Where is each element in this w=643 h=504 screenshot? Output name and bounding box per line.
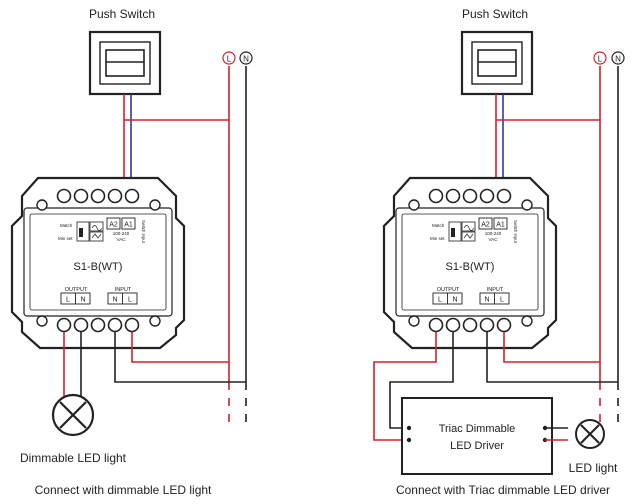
left-dimmer-module: Match Min set A2 A1 100-240 VAC Switch I… — [10, 176, 186, 350]
svg-text:N: N — [615, 55, 621, 64]
right-module-model: S1-B(WT) — [446, 261, 495, 273]
right-switch-label: Push Switch — [462, 7, 528, 21]
left-neutral-marker: N — [239, 51, 253, 65]
left-voltage-label-2: VAC — [117, 237, 127, 242]
svg-text:L: L — [598, 55, 603, 64]
right-terminal-a2-label: A2 — [481, 222, 490, 229]
left-input-neutral-wire — [114, 332, 246, 383]
right-diagram: Push Switch L N — [373, 7, 625, 497]
left-voltage-label-1: 100-240 — [113, 231, 130, 236]
right-output-n: N — [452, 297, 457, 304]
left-terminal-a2-label: A2 — [109, 222, 118, 229]
left-lamp-icon — [51, 393, 95, 437]
left-input-label: INPUT — [115, 287, 132, 293]
right-voltage-label-2: VAC — [489, 237, 499, 242]
left-output-l: L — [66, 297, 70, 304]
right-min-set-label: Min set — [430, 236, 445, 241]
right-input-neutral-wire — [486, 332, 618, 383]
right-push-switch — [460, 30, 534, 96]
left-min-set-label: Min set — [58, 236, 73, 241]
right-caption: Connect with Triac dimmable LED driver — [396, 483, 610, 497]
left-live-marker: L — [222, 51, 236, 65]
right-input-n: N — [484, 297, 489, 304]
right-load-label: LED light — [569, 461, 618, 475]
right-live-marker: L — [593, 51, 607, 65]
right-output-l: L — [438, 297, 442, 304]
right-input-live-wire — [503, 332, 600, 363]
right-input-l: L — [500, 297, 504, 304]
left-push-switch — [88, 30, 162, 96]
left-input-n: N — [112, 297, 117, 304]
left-switch-label: Push Switch — [89, 7, 155, 21]
right-output-live-wire — [373, 332, 437, 441]
left-load-label: Dimmable LED light — [20, 451, 127, 465]
right-output-label: OUTPUT — [437, 287, 460, 293]
right-neutral-marker: N — [611, 51, 625, 65]
right-driver-label-1: Triac Dimmable — [439, 423, 516, 435]
left-output-n: N — [80, 297, 85, 304]
svg-text:L: L — [227, 55, 232, 64]
right-switch-input-label: Switch Input — [513, 220, 518, 244]
right-output-neutral-wire — [389, 332, 454, 429]
left-switch-input-label: Switch Input — [141, 220, 146, 244]
right-terminal-a1-label: A1 — [496, 222, 505, 229]
left-input-l: L — [128, 297, 132, 304]
left-output-label: OUTPUT — [65, 287, 88, 293]
right-driver-label-2: LED Driver — [450, 440, 504, 452]
right-led-driver: Triac Dimmable LED Driver — [401, 397, 553, 475]
left-input-live-wire — [131, 332, 229, 363]
left-module-model: S1-B(WT) — [74, 261, 123, 273]
right-dimmer-module: Match Min set A2 A1 100-240 VAC Switch I… — [382, 176, 558, 350]
left-diagram: Push Switch L N — [10, 7, 253, 497]
right-input-label: INPUT — [487, 287, 504, 293]
left-match-label: Match — [60, 223, 73, 228]
left-caption: Connect with dimmable LED light — [35, 483, 212, 497]
right-lamp-icon — [575, 419, 605, 449]
left-terminal-a1-label: A1 — [124, 222, 133, 229]
right-voltage-label-1: 100-240 — [485, 231, 502, 236]
svg-text:N: N — [243, 55, 249, 64]
right-match-label: Match — [432, 223, 445, 228]
